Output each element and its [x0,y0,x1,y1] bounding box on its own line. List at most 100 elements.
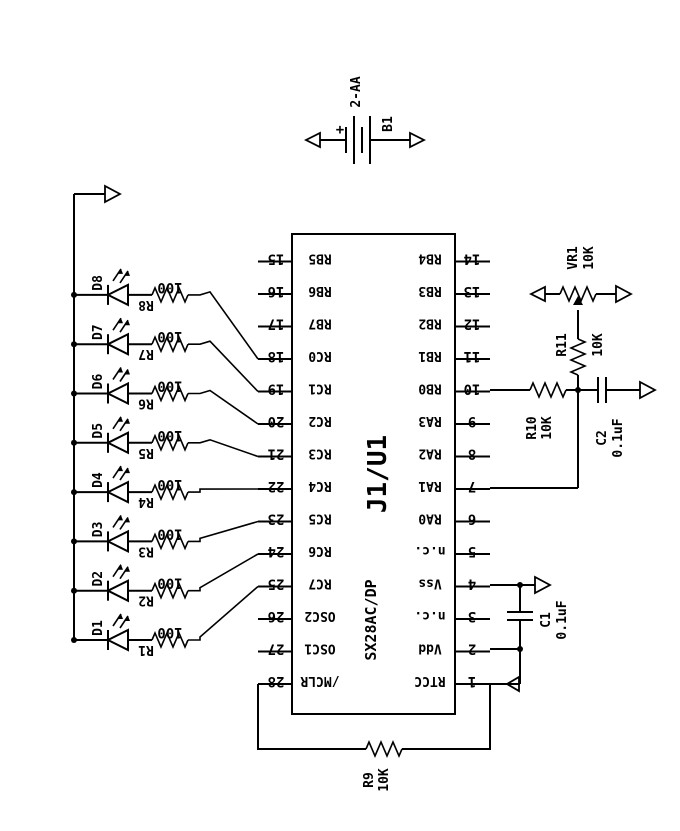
pin-number: 15 [268,251,285,267]
c1-value: 0.1uF [555,600,570,639]
pin-number: 3 [468,608,476,624]
r10-ref: R10 [525,416,540,440]
pin-label: Vss [418,576,441,591]
ground-symbol [303,131,321,149]
resistor-value: 100 [157,624,182,640]
vdd-arrow [528,285,546,303]
resistor-ref: R1 [138,642,154,657]
pin-label: RC7 [308,576,331,591]
chip-right-pins: 1RTCC2Vdd3n.c.4Vss5n.c.6RA07RA18RA29RA31… [414,251,490,689]
resistor-value: 100 [157,427,182,443]
diode-symbol [105,283,129,307]
vr1-ref: VR1 [566,246,581,270]
resistor-value: 100 [157,476,182,492]
pin-label: RC1 [308,381,332,396]
light-arrow-icon [124,418,130,424]
diode-ref: D1 [91,620,106,636]
rtcc-vdd-tie [490,646,523,693]
resistor-ref: R8 [138,297,154,312]
resistor-symbol [151,532,189,551]
diode-ref: D2 [91,571,106,587]
diode-ref: D3 [91,522,106,538]
trace [188,290,259,360]
r11-value: 10K [591,333,606,357]
c2-value: 0.1uF [611,418,626,457]
pin-label: OSC1 [304,641,335,656]
c1-ref: C1 [539,612,554,628]
trace [188,553,259,592]
ground-symbol [639,380,657,400]
battery-b1 [303,116,427,164]
pin-label: RB5 [308,251,331,266]
ground-symbol [615,284,633,304]
capacitor-c1 [490,575,552,649]
static-wiring [73,116,657,759]
light-arrow-icon [117,564,123,570]
pin-label: n.c. [414,543,445,558]
pin-label: RC5 [308,511,331,526]
trace [188,438,259,458]
pin-label: Vdd [418,641,441,656]
resistor-ref: R5 [138,445,154,460]
r11-ref: R11 [555,333,570,357]
light-arrow-icon [117,416,123,422]
pin-number: 9 [468,413,476,429]
resistor-ref: R6 [138,396,154,411]
pin-label: /MCLR [300,673,339,688]
r10-value: 10K [540,416,555,440]
pin-number: 20 [268,413,285,429]
resistor-value: 100 [157,378,182,394]
pin-label: RB4 [418,251,442,266]
pin-label: RA0 [418,511,442,526]
chip-body [291,233,456,715]
light-arrow-icon [117,268,123,274]
pin-number: 18 [268,348,285,364]
diode-symbol [105,628,129,652]
pin-number: 13 [464,283,481,299]
pin-number: 24 [268,543,285,559]
diode-symbol [105,431,129,455]
resistor-value: 100 [157,575,182,591]
trace [188,488,259,493]
pin-number: 11 [464,348,481,364]
resistor-symbol [151,384,189,403]
diode-ref: D8 [91,275,106,291]
diode-ref: D4 [91,472,106,488]
resistor-value: 100 [157,328,182,344]
pin-label: RB7 [308,316,331,331]
light-arrow-icon [124,369,130,375]
trace [188,389,259,425]
r9-value: 10K [377,768,392,792]
ground-symbol [409,131,427,149]
light-arrow-icon [117,614,123,619]
pin-label: RA1 [418,478,442,493]
pin-number: 14 [464,251,481,267]
light-arrow-icon [124,320,130,326]
diode-symbol [105,579,129,603]
rc-timing-network [490,284,657,489]
pin-number: 22 [268,478,285,494]
light-arrow-icon [124,468,130,474]
vdd-arrow [534,575,552,595]
pin-label: OSC2 [304,608,335,623]
ground-symbol [505,675,520,693]
resistor-r9 [257,684,491,759]
r9-ref: R9 [362,772,377,788]
pin-number: 8 [468,446,476,462]
light-arrow-icon [117,318,123,324]
resistor-ref: R7 [138,346,154,361]
resistor-symbol [151,433,189,452]
pin-label: RC4 [308,478,332,493]
pin-label: RB1 [418,348,442,363]
resistor-symbol [151,581,189,600]
pin-number: 21 [268,446,285,462]
pin-number: 2 [468,641,476,657]
c2-ref: C2 [595,430,610,446]
pin-number: 25 [268,576,285,592]
led-common-rail [73,184,122,640]
